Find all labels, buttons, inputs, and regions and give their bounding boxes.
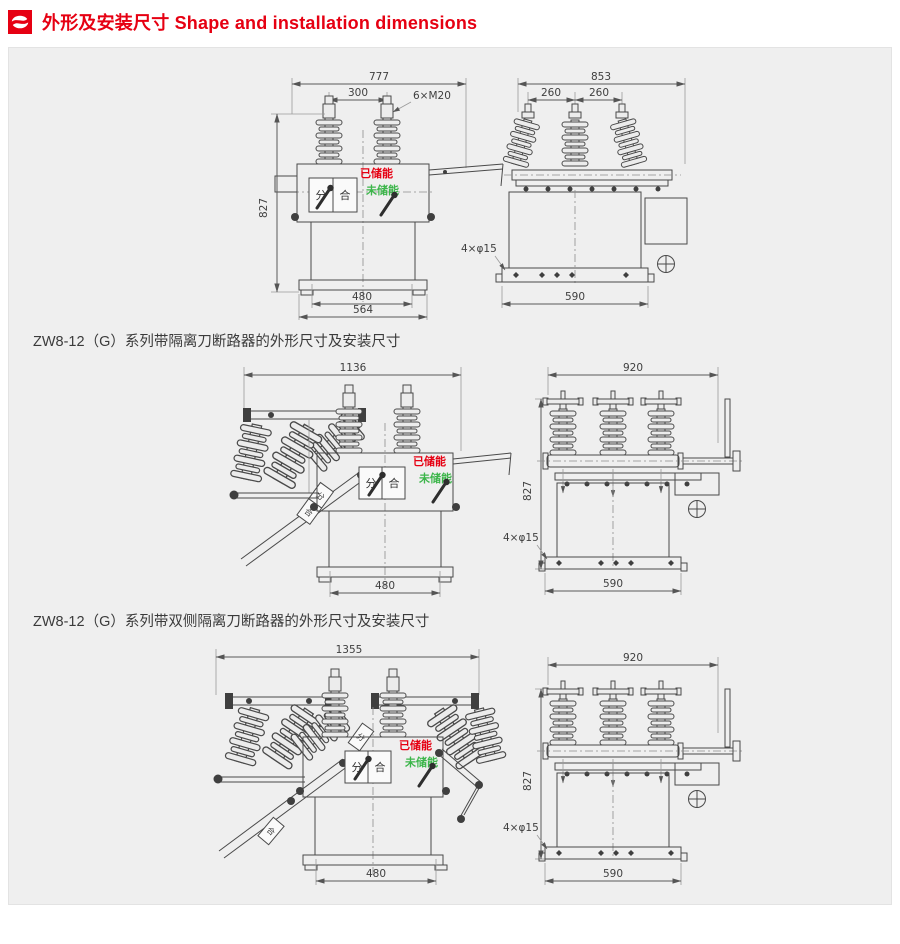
fig2-front-base-width: 480 (375, 580, 395, 592)
fig1-side-mount-holes (513, 272, 629, 278)
content-panel: 777 300 6×M20 分 (8, 47, 892, 905)
fig3-side-base-width: 590 (603, 868, 623, 880)
fig2-front-indicator-panel: 分 合 已储能 未储能 (358, 454, 452, 504)
fig2-arm-open-label: 分 (314, 491, 326, 503)
fig1-side-poles (502, 103, 648, 169)
fig1-front-pole-spacing: 300 (348, 87, 368, 99)
fig1-open-label: 分 (316, 189, 327, 202)
fig2-side-mount-hole-note: 4×φ15 (503, 532, 539, 544)
fig1-front-overall-base-width: 564 (353, 304, 373, 316)
fig2-side-mount-holes (556, 560, 674, 566)
figure-1-breaker-drawing: 777 300 6×M20 分 (258, 71, 688, 320)
fig3-close-label: 合 (375, 760, 386, 774)
fig1-close-label: 合 (340, 188, 351, 202)
fig2-open-label: 分 (366, 477, 377, 490)
fig3-side-height: 827 (522, 771, 534, 791)
fig1-uncharged-label: 未储能 (365, 183, 399, 197)
fig3-front-base-width: 480 (366, 868, 386, 880)
fig3-front-indicator-panel: 分 合 已储能 未储能 (344, 738, 438, 788)
fig2-front-bushings (335, 384, 421, 454)
fig2-close-label: 合 (389, 476, 400, 490)
figure-3-double-disconnector-drawing: 1355 分 合 (213, 644, 745, 885)
fig3-side-poles (542, 680, 682, 746)
fig2-front-overall-width: 1136 (340, 362, 367, 374)
fig2-side-bolts (564, 481, 690, 487)
fig3-side-overall-width: 920 (623, 652, 643, 664)
fig2-front-operating-arm (452, 452, 512, 476)
caption-fig2: ZW8-12（G）系列带隔离刀断路器的外形尺寸及安装尺寸 (33, 334, 401, 350)
fig1-front-bolt-spec: 6×M20 (413, 90, 451, 102)
fig2-charged-label: 已储能 (413, 454, 446, 468)
brand-swoosh-icon (8, 10, 32, 34)
fig1-front-operating-arm (428, 163, 504, 187)
fig3-front-bushings (321, 668, 407, 738)
fig1-front-bushings (315, 95, 401, 165)
page-header: 外形及安装尺寸 Shape and installation dimension… (0, 0, 900, 47)
fig3-front-overall-width: 1355 (336, 644, 363, 656)
fig2-side-poles (542, 390, 682, 456)
fig1-side-bolts (523, 186, 661, 192)
fig1-side-base-width: 590 (565, 291, 585, 303)
fig1-side-view: 853 260 260 (461, 71, 688, 308)
fig2-side-overall-width: 920 (623, 362, 643, 374)
fig1-front-height: 827 (258, 198, 270, 218)
caption-fig3: ZW8-12（G）系列带双侧隔离刀断路器的外形尺寸及安装尺寸 (33, 614, 430, 630)
fig2-front-view: 1136 分 合 (229, 362, 512, 597)
fig2-side-height: 827 (522, 481, 534, 501)
fig1-side-overall-width: 853 (591, 71, 611, 83)
fig1-side-pole-spacing-left: 260 (541, 87, 561, 99)
page-title: 外形及安装尺寸 Shape and installation dimension… (42, 13, 478, 33)
fig1-charged-label: 已储能 (360, 166, 393, 180)
fig1-front-overall-width: 777 (369, 71, 389, 83)
fig1-front-base-width: 480 (352, 291, 372, 303)
fig1-side-pole-spacing-right: 260 (589, 87, 609, 99)
fig3-front-view: 1355 分 合 (213, 644, 507, 885)
figure-2-breaker-disconnector-drawing: 1136 分 合 (229, 362, 745, 597)
fig3-side-bolts (564, 771, 690, 777)
fig2-side-view: 920 827 (503, 362, 745, 595)
fig3-open-label: 分 (352, 761, 363, 774)
fig3-side-view: 920 827 (503, 652, 745, 885)
fig1-side-mount-hole-note: 4×φ15 (461, 243, 497, 255)
fig1-front-view: 777 300 6×M20 分 (258, 71, 504, 320)
fig3-side-mount-holes (556, 850, 674, 856)
fig3-charged-label: 已储能 (399, 738, 432, 752)
fig3-side-mount-hole-note: 4×φ15 (503, 822, 539, 834)
fig1-front-indicator-panel: 分 合 已储能 未储能 (308, 166, 400, 217)
fig2-side-base-width: 590 (603, 578, 623, 590)
